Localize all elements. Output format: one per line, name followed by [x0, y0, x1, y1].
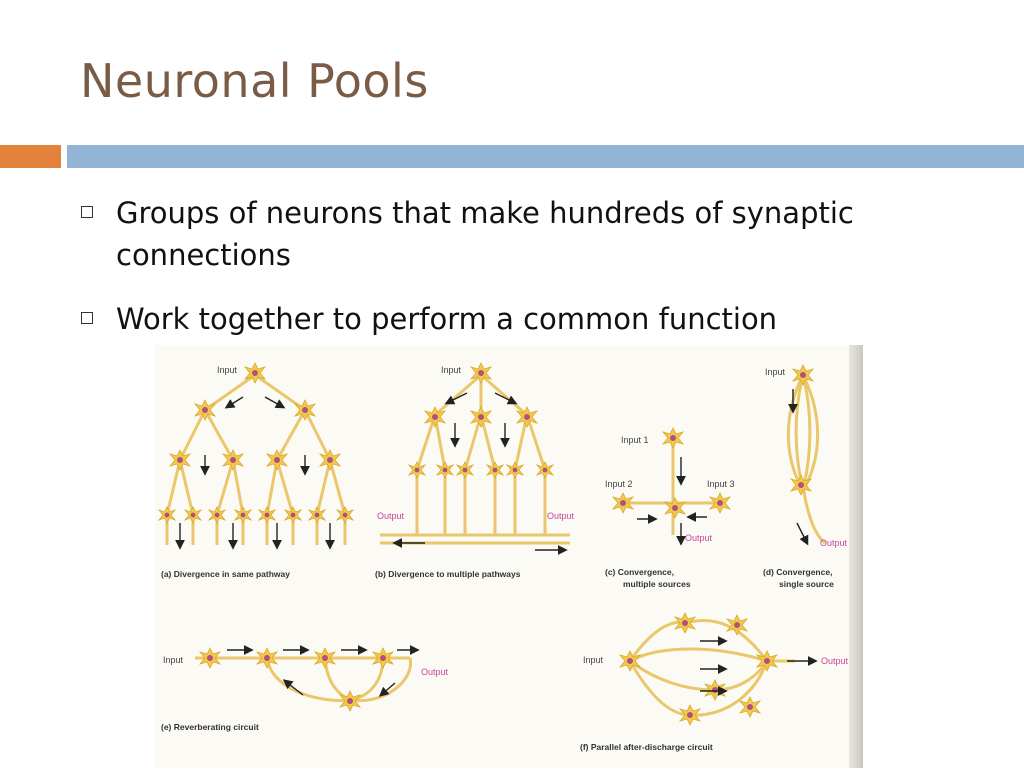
panel-c-output-label: Output	[685, 533, 713, 543]
neuron	[184, 506, 202, 524]
bullet-item: Groups of neurons that make hundreds of …	[80, 192, 960, 276]
bullet-text: Work together to perform a common functi…	[116, 302, 778, 336]
panel-f-input-label: Input	[583, 655, 604, 665]
panel-a-divergence-same-pathway: Input (a) Divergence in same pathway	[158, 362, 354, 579]
arrow-icon	[378, 682, 396, 697]
neuron	[258, 506, 276, 524]
square-bullet-icon	[81, 206, 93, 218]
arrow-icon	[444, 392, 468, 405]
panel-d-caption-line2: single source	[779, 579, 834, 589]
neuron	[726, 614, 748, 636]
panel-c-input1-label: Input 1	[621, 435, 649, 445]
panel-f-parallel-after-discharge-circuit: Input Output (f) Parallel after-discharg…	[580, 612, 849, 752]
panel-d-output-label: Output	[820, 538, 848, 548]
panel-b-output-left-label: Output	[377, 511, 405, 521]
bullet-text: Groups of neurons that make hundreds of …	[116, 196, 854, 272]
panel-e-caption: (e) Reverberating circuit	[161, 722, 259, 732]
arrow-icon	[796, 522, 809, 546]
neuron	[436, 461, 454, 479]
panel-d-caption-line1: (d) Convergence,	[763, 567, 832, 577]
panel-d-input-label: Input	[765, 367, 786, 377]
neuron	[619, 650, 641, 672]
panel-f-output-label: Output	[821, 656, 849, 666]
arrow-icon	[264, 396, 286, 409]
panel-c-caption-line2: multiple sources	[623, 579, 691, 589]
neuron	[194, 399, 216, 421]
neuron	[336, 506, 354, 524]
panel-b-output-right-label: Output	[547, 511, 575, 521]
arrow-icon	[224, 396, 244, 409]
neuron	[662, 427, 684, 449]
neuron	[792, 364, 814, 386]
panel-b-divergence-multiple-pathways: Input Output Output (b) Divergence to mu…	[375, 362, 575, 579]
square-bullet-icon	[81, 312, 93, 324]
arrow-icon	[494, 392, 518, 405]
neuron	[234, 506, 252, 524]
panel-b-input-label: Input	[441, 365, 462, 375]
panel-b-caption: (b) Divergence to multiple pathways	[375, 569, 521, 579]
arrow-icon	[282, 679, 304, 696]
panel-c-input2-label: Input 2	[605, 479, 633, 489]
neuron	[506, 461, 524, 479]
neuron	[208, 506, 226, 524]
neuron	[408, 461, 426, 479]
bullet-list: Groups of neurons that make hundreds of …	[80, 192, 960, 362]
panel-e-output-label: Output	[421, 667, 449, 677]
slide-title: Neuronal Pools	[80, 54, 429, 108]
neuron	[308, 506, 326, 524]
panel-d-convergence-single-source: Input Output (d) Convergence, single sou…	[763, 364, 848, 589]
neuron	[470, 406, 492, 428]
neuron	[284, 506, 302, 524]
panel-f-caption: (f) Parallel after-discharge circuit	[580, 742, 713, 752]
bullet-item: Work together to perform a common functi…	[80, 298, 960, 340]
neuron	[319, 449, 341, 471]
accent-bar-blue	[67, 145, 1024, 168]
neuron	[536, 461, 554, 479]
neuron	[158, 506, 176, 524]
neuron	[739, 696, 761, 718]
panel-e-input-label: Input	[163, 655, 184, 665]
panel-c-convergence-multiple-sources: Input 1 Input 2 Input 3 Output (c) Conve…	[605, 427, 735, 589]
neuronal-pools-figure: Input (a) Divergence in same pathway	[155, 345, 863, 768]
accent-bar-orange	[0, 145, 61, 168]
panel-c-input3-label: Input 3	[707, 479, 735, 489]
neuron	[664, 497, 686, 519]
neuron	[266, 449, 288, 471]
neuron	[169, 449, 191, 471]
neuron	[294, 399, 316, 421]
panel-e-reverberating-circuit: Input Output (e) Reverberating circuit	[161, 645, 449, 732]
panel-a-caption: (a) Divergence in same pathway	[161, 569, 290, 579]
neuronal-circuits-diagram: Input (a) Divergence in same pathway	[158, 362, 849, 752]
neuron	[486, 461, 504, 479]
panel-a-input-label: Input	[217, 365, 238, 375]
scan-page-edge-shadow	[849, 345, 863, 768]
neuron	[456, 461, 474, 479]
panel-c-caption-line1: (c) Convergence,	[605, 567, 674, 577]
neuron	[222, 449, 244, 471]
